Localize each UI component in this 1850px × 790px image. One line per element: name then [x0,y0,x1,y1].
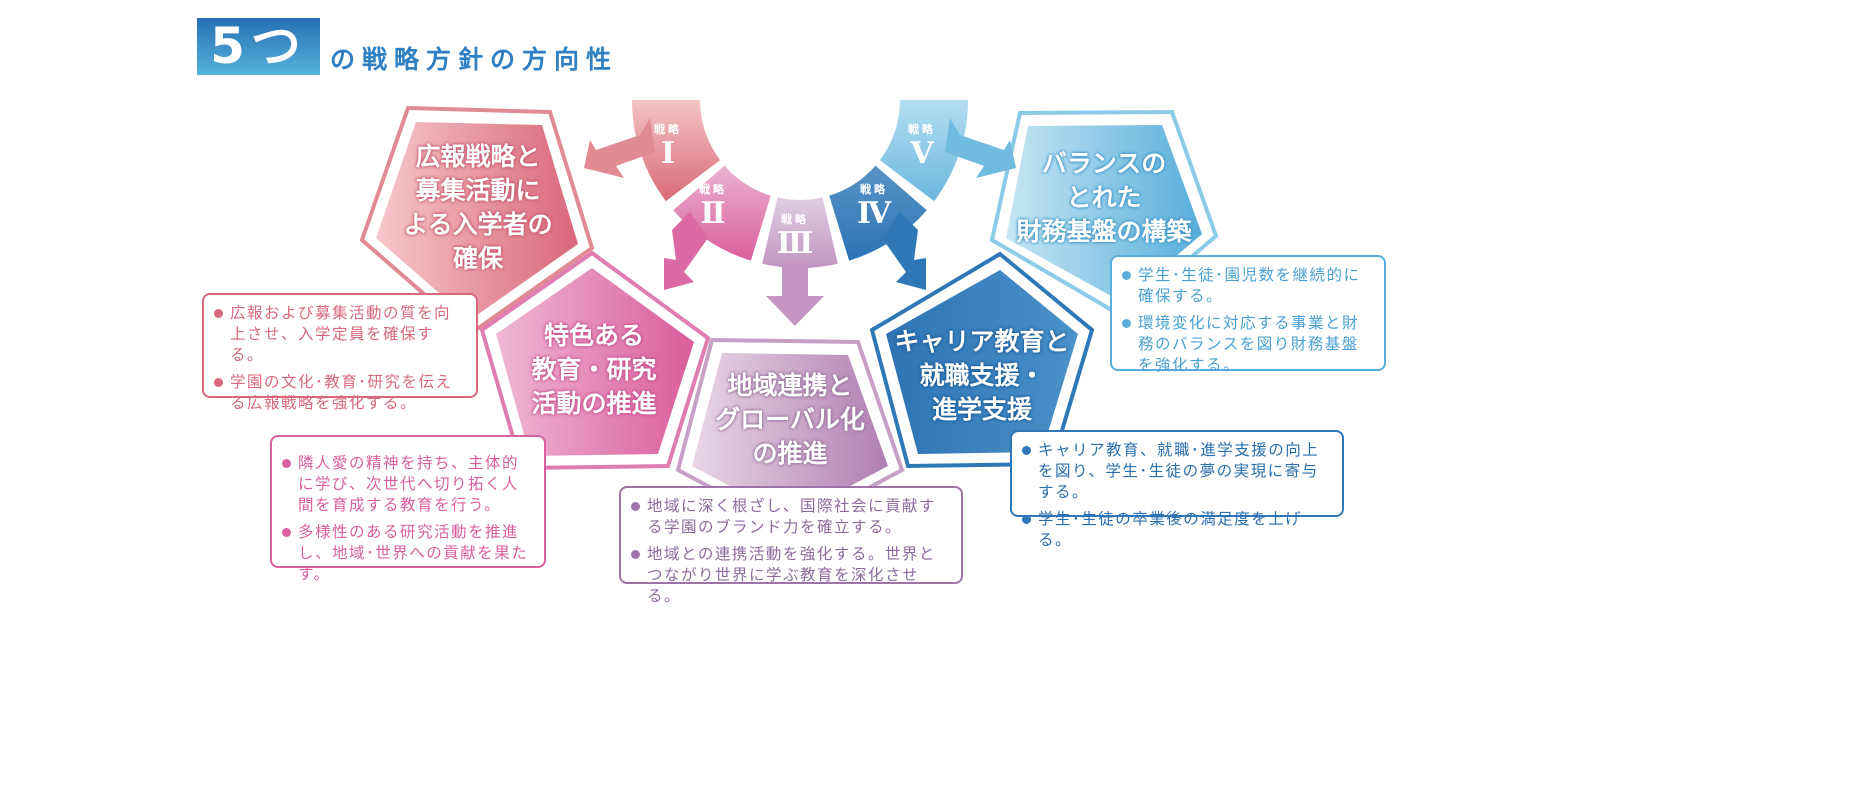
bullet-text: 地域との連携活動を強化する。世界とつながり世界に学ぶ教育を深化させる。 [647,545,936,605]
strategy-2-description: 隣人愛の精神を持ち、主体的に学び、次世代へ切り拓く人間を育成する教育を行う。 多… [270,435,546,583]
ring-segment-1 [632,100,721,202]
bullet-icon [631,502,640,511]
bullet-text: 環境変化に対応する事業と財務のバランスを図り財務基盤を強化する。 [1138,314,1360,374]
bullet-icon [1022,446,1031,455]
bullet-item: 地域に深く根ざし、国際社会に貢献する学園のブランド力を確立する。 [631,496,951,538]
segment-prefix: 戦略 [699,183,727,196]
bullet-icon [214,378,223,387]
title-line: 財務基盤の構築 [1016,217,1192,246]
pentagon-strategy-3 [675,337,905,533]
bullet-text: 多様性のある研究活動を推進し、地域･世界への貢献を果たす。 [298,523,529,583]
bullet-item: 環境変化に対応する事業と財務のバランスを図り財務基盤を強化する。 [1122,313,1374,376]
segment-numeral: Ⅴ [910,136,934,171]
title-line: 募集活動に [415,176,541,205]
bullet-item: 学生･生徒の卒業後の満足度を上げる。 [1022,509,1332,551]
bullet-item: 隣人愛の精神を持ち、主体的に学び、次世代へ切り拓く人間を育成する教育を行う。 [282,453,534,516]
ring-segment-3 [762,197,838,269]
strategy-2-title: 特色ある教育・研究活動の推進 [531,319,656,421]
segment-numeral: Ⅲ [776,226,814,261]
segment-prefix: 戦略 [908,123,936,136]
title-line: キャリア教育と [894,327,1070,356]
title-line: の推進 [752,439,828,468]
strategy-5-description: 学生･生徒･園児数を継続的に確保する。 環境変化に対応する事業と財務のバランスを… [1110,255,1386,374]
strategy-3-description: 地域に深く根ざし、国際社会に貢献する学園のブランド力を確立する。 地域との連携活… [619,486,963,605]
bullet-text: 学生･生徒の卒業後の満足度を上げる。 [1038,510,1303,549]
arrow-icon-1 [584,118,655,178]
page-title: の戦略方針の方向性 [330,45,619,74]
pentagon-strategy-2 [479,250,711,471]
segment-prefix: 戦略 [859,183,888,196]
bullet-icon [631,550,640,559]
title-line: バランスの [1041,149,1167,178]
segment-prefix: 戦略 [654,123,682,136]
bullet-item: 学生･生徒･園児数を継続的に確保する。 [1122,265,1374,307]
title-badge: 5つ [197,18,320,75]
arrow-icon-4 [882,212,926,290]
bullet-item: 広報および募集活動の質を向上させ、入学定員を確保する。 [214,303,466,366]
title-line: 就職支援・ [919,361,1045,390]
bullet-text: 地域に深く根ざし、国際社会に貢献する学園のブランド力を確立する。 [647,497,937,536]
ring-segment-4 [829,165,927,261]
bullet-text: 隣人愛の精神を持ち、主体的に学び、次世代へ切り拓く人間を育成する教育を行う。 [298,454,520,514]
pentagon-strategy-1 [359,105,595,337]
segment-numeral: Ⅰ [660,136,676,171]
title-line: とれた [1066,183,1142,212]
title-line: グローバル化 [715,405,865,434]
strategy-4-title: キャリア教育と就職支援・進学支援 [894,325,1069,427]
bullet-icon [282,528,291,537]
bullet-icon [1122,319,1131,328]
strategy-1-description: 広報および募集活動の質を向上させ、入学定員を確保する。 学園の文化･教育･研究を… [202,293,478,412]
title-line: 地域連携と [727,371,853,400]
bullet-icon [1022,515,1031,524]
bullet-text: キャリア教育、就職･進学支援の向上を図り、学生･生徒の夢の実現に寄与する。 [1038,441,1320,501]
title-line: 広報戦略と [415,142,541,171]
title-line: 特色ある [543,321,645,350]
arrow-icon-3 [766,262,824,326]
arrow-icon-2 [664,212,708,290]
title-line: 確保 [452,244,504,273]
bullet-text: 学生･生徒･園児数を継続的に確保する。 [1138,266,1361,305]
bullet-item: 学園の文化･教育･研究を伝える広報戦略を強化する。 [214,372,466,414]
bullet-text: 広報および募集活動の質を向上させ、入学定員を確保する。 [230,304,452,364]
pentagon-strategy-4 [869,251,1095,469]
ring-segment-5 [879,100,968,202]
segment-numeral: Ⅱ [700,196,726,231]
segment-prefix: 戦略 [780,213,809,226]
bullet-icon [282,459,291,468]
bullet-text: 学園の文化･教育･研究を伝える広報戦略を強化する。 [230,373,453,412]
title-line: 活動の推進 [531,389,657,418]
bullet-icon [1122,271,1131,280]
title-line: よる入学者の [403,210,553,239]
strategy-4-description: キャリア教育、就職･進学支援の向上を図り、学生･生徒の夢の実現に寄与する。 学生… [1010,430,1344,549]
title-line: 進学支援 [931,395,1033,424]
bullet-item: 地域との連携活動を強化する。世界とつながり世界に学ぶ教育を深化させる。 [631,544,951,607]
strategy-3-title: 地域連携とグローバル化の推進 [715,369,865,471]
strategy-5-title: バランスのとれた財務基盤の構築 [1016,147,1191,249]
arrow-icon-5 [945,118,1016,178]
strategy-1-title: 広報戦略と募集活動による入学者の確保 [403,140,552,276]
bullet-item: キャリア教育、就職･進学支援の向上を図り、学生･生徒の夢の実現に寄与する。 [1022,440,1332,503]
bullet-icon [214,309,223,318]
ring-segment-2 [673,165,771,261]
bullet-item: 多様性のある研究活動を推進し、地域･世界への貢献を果たす。 [282,522,534,585]
title-line: 教育・研究 [531,355,657,384]
segment-numeral: Ⅳ [856,196,892,231]
